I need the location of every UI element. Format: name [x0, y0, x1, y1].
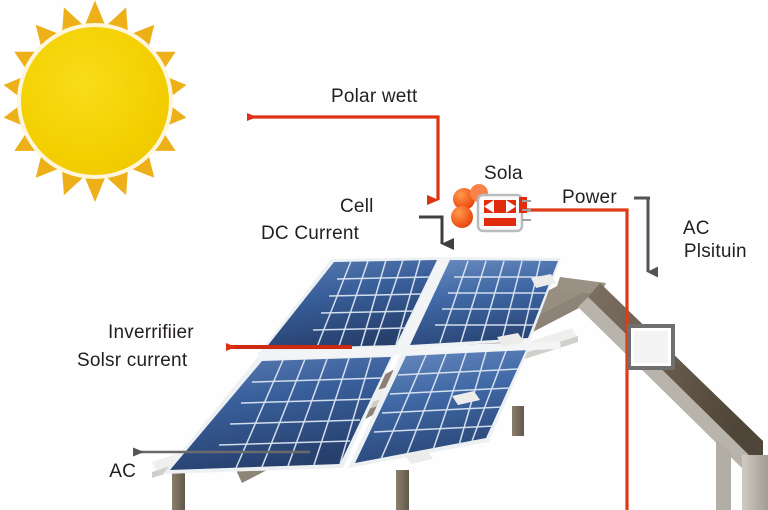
label-power: Power — [562, 187, 617, 208]
house-wall-vertical — [716, 440, 731, 510]
leg-center — [396, 470, 409, 510]
ac-plsituin-flow — [634, 196, 658, 278]
label-ac-grid-line1: AC — [109, 460, 136, 482]
label-inverrifier: Inverrifiier — [108, 322, 194, 343]
sun-icon — [3, 0, 187, 203]
label-dc-current: DC Current — [261, 223, 360, 244]
cell-dc-current-flow — [419, 215, 454, 250]
roof-right-slope-edge — [578, 297, 763, 478]
leg-left — [172, 466, 185, 510]
roof-ridge — [556, 277, 606, 295]
breaker-box — [627, 324, 675, 370]
roof-right-slope — [588, 283, 763, 469]
sun-disc — [21, 27, 169, 175]
label-sola: Sola — [484, 163, 523, 184]
solar-panel-upper-right — [405, 257, 561, 348]
label-polar-wett: Polar wett — [331, 86, 418, 107]
sola-power-flow — [522, 208, 629, 510]
label-ac-electrical-grod: AC electrical grod — [59, 416, 136, 510]
label-ac-plsituin-line2: Plsituin — [683, 240, 747, 262]
panel-frame-separators — [258, 257, 561, 360]
panel-mount-brackets — [405, 274, 556, 464]
label-ac-plsituin-line1: AC — [682, 218, 710, 240]
label-solsr-current: Solsr current — [77, 350, 188, 371]
solar-panel-lower-right — [348, 346, 530, 468]
polar-wett-flow — [247, 113, 440, 205]
solar-panel-upper-left — [260, 257, 440, 352]
solar-inverter-icon — [451, 184, 531, 233]
label-cell: Cell — [340, 196, 374, 217]
leg-right — [512, 406, 524, 436]
label-ac-plsituin: AC Plsituin — [662, 196, 747, 286]
house-wall-right — [742, 455, 768, 510]
solar-panel-lower-left — [163, 353, 395, 474]
